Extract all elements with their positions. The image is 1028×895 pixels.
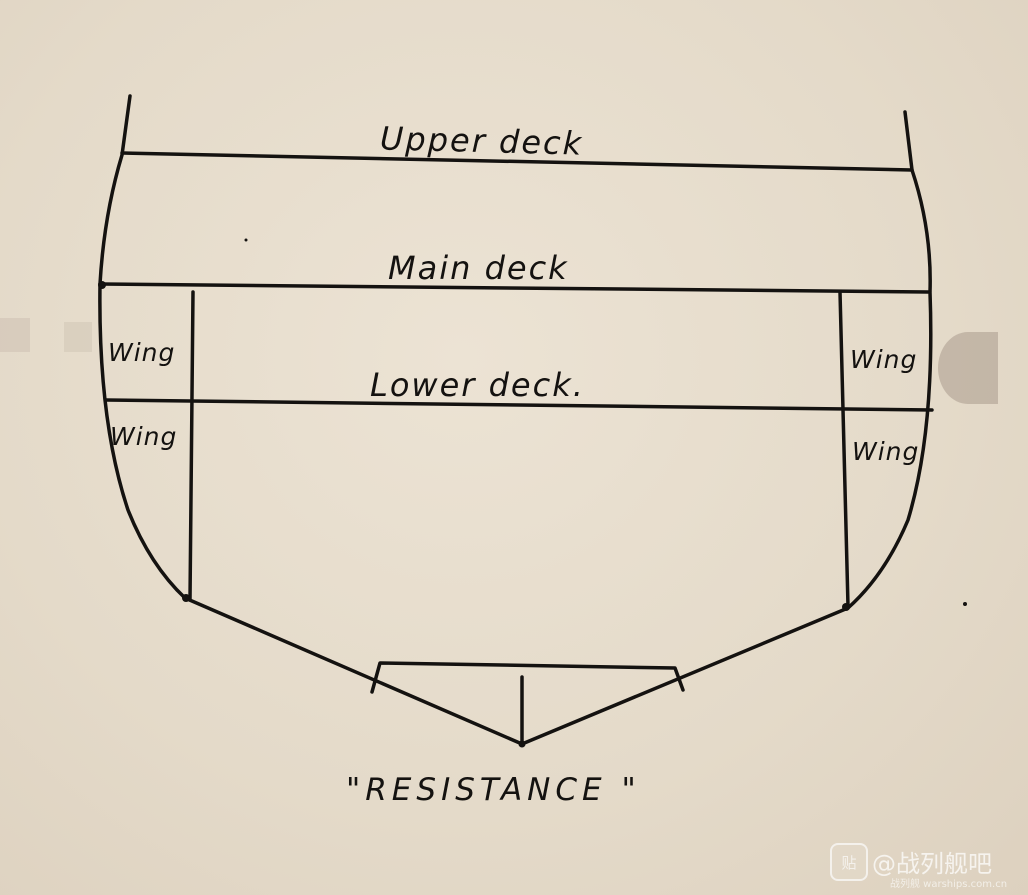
main-deck-line <box>98 282 930 294</box>
watermark-badge-icon: 贴 <box>830 843 868 881</box>
wing-label-port-upper: Wing <box>108 338 176 367</box>
main-deck-label: Main deck <box>388 249 569 287</box>
speck-2 <box>244 238 248 242</box>
keel-box <box>370 661 685 694</box>
speck <box>963 602 967 606</box>
upper-deck-label: Upper deck <box>379 119 584 163</box>
watermark-subtitle: 战列舰 warships.com.cn <box>890 879 1008 890</box>
left-smudge-2 <box>64 322 92 352</box>
starboard-bulkhead <box>838 290 850 608</box>
hull-starboard-side <box>846 110 933 610</box>
lower-deck-line <box>104 398 934 412</box>
left-smudge <box>0 318 30 352</box>
wing-label-starboard-lower: Wing <box>852 437 920 466</box>
wing-label-port-lower: Wing <box>110 422 178 451</box>
upper-deck-line <box>120 151 914 172</box>
right-edge-mark <box>938 332 998 404</box>
hull-bottom <box>183 596 850 746</box>
lower-deck-label: Lower deck. <box>370 366 585 404</box>
watermark-name: @战列舰吧 <box>872 850 992 878</box>
watermark: 贴 @战列舰吧 战列舰 warships.com.cn <box>830 839 1020 891</box>
port-bulkhead <box>188 290 195 602</box>
diagram-title: "RESISTANCE " <box>346 772 641 808</box>
hull-port-side <box>98 94 187 600</box>
wing-label-starboard-upper: Wing <box>850 345 918 374</box>
